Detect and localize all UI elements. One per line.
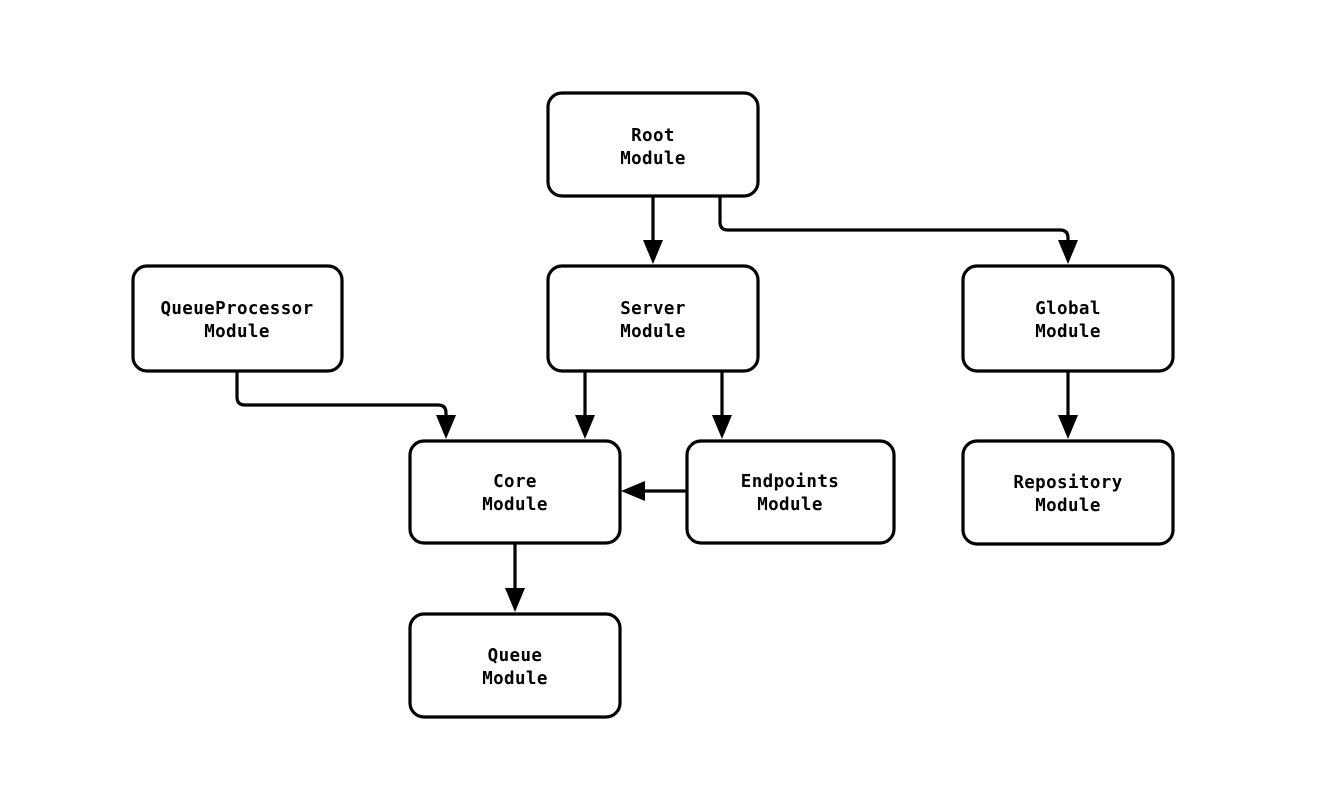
edge-global-to-repository [1058, 371, 1078, 439]
node-core-module[interactable]: Core Module [408, 439, 622, 545]
edge-root-to-global [718, 196, 1078, 264]
node-server-module-box[interactable] [546, 264, 760, 373]
node-core-module-label-line2: Module [482, 495, 548, 515]
edge-line [235, 371, 448, 425]
node-root-module[interactable]: Root Module [546, 91, 760, 198]
node-server-module-label-line1: Server [620, 299, 686, 319]
arrowhead-icon [1058, 415, 1078, 439]
arrowhead-icon [621, 481, 645, 501]
edge-server-to-endpoints [712, 371, 732, 439]
node-queue-module-label-line1: Queue [488, 646, 543, 666]
node-repository-module-label-line2: Module [1035, 496, 1101, 516]
edge-core-to-queue [505, 543, 525, 612]
node-queue-module[interactable]: Queue Module [408, 612, 622, 719]
edge-root-to-server [643, 196, 663, 264]
node-global-module-box[interactable] [961, 264, 1175, 373]
arrowhead-icon [436, 415, 456, 439]
edge-server-to-core [575, 371, 595, 439]
arrowhead-icon [712, 415, 732, 439]
node-repository-module-box[interactable] [961, 439, 1175, 546]
node-queueprocessor-module-label-line1: QueueProcessor [160, 299, 313, 319]
arrowhead-icon [505, 588, 525, 612]
node-root-module-label-line1: Root [631, 126, 675, 146]
edge-line [718, 196, 1070, 250]
node-server-module-label-line2: Module [620, 322, 686, 342]
arrowhead-icon [643, 240, 663, 264]
node-global-module[interactable]: Global Module [961, 264, 1175, 373]
node-core-module-label-line1: Core [493, 472, 537, 492]
node-endpoints-module-box[interactable] [685, 439, 896, 545]
arrowhead-icon [575, 415, 595, 439]
node-queueprocessor-module-box[interactable] [131, 264, 344, 373]
node-repository-module[interactable]: Repository Module [961, 439, 1175, 546]
node-queueprocessor-module-label-line2: Module [204, 322, 270, 342]
node-endpoints-module-label-line1: Endpoints [741, 472, 839, 492]
node-server-module[interactable]: Server Module [546, 264, 760, 373]
node-root-module-label-line2: Module [620, 149, 686, 169]
node-queue-module-box[interactable] [408, 612, 622, 719]
node-endpoints-module[interactable]: Endpoints Module [685, 439, 896, 545]
node-core-module-box[interactable] [408, 439, 622, 545]
edge-endpoints-to-core [621, 481, 687, 501]
node-queueprocessor-module[interactable]: QueueProcessor Module [131, 264, 344, 373]
node-queue-module-label-line2: Module [482, 669, 548, 689]
edge-queueprocessor-to-core [235, 371, 456, 439]
edge-layer [235, 196, 1078, 612]
node-root-module-box[interactable] [546, 91, 760, 198]
arrowhead-icon [1058, 240, 1078, 264]
node-endpoints-module-label-line2: Module [757, 495, 823, 515]
node-global-module-label-line1: Global [1035, 299, 1101, 319]
node-repository-module-label-line1: Repository [1013, 473, 1122, 493]
node-global-module-label-line2: Module [1035, 322, 1101, 342]
node-layer: Root Module QueueProcessor Module Server… [131, 91, 1175, 719]
